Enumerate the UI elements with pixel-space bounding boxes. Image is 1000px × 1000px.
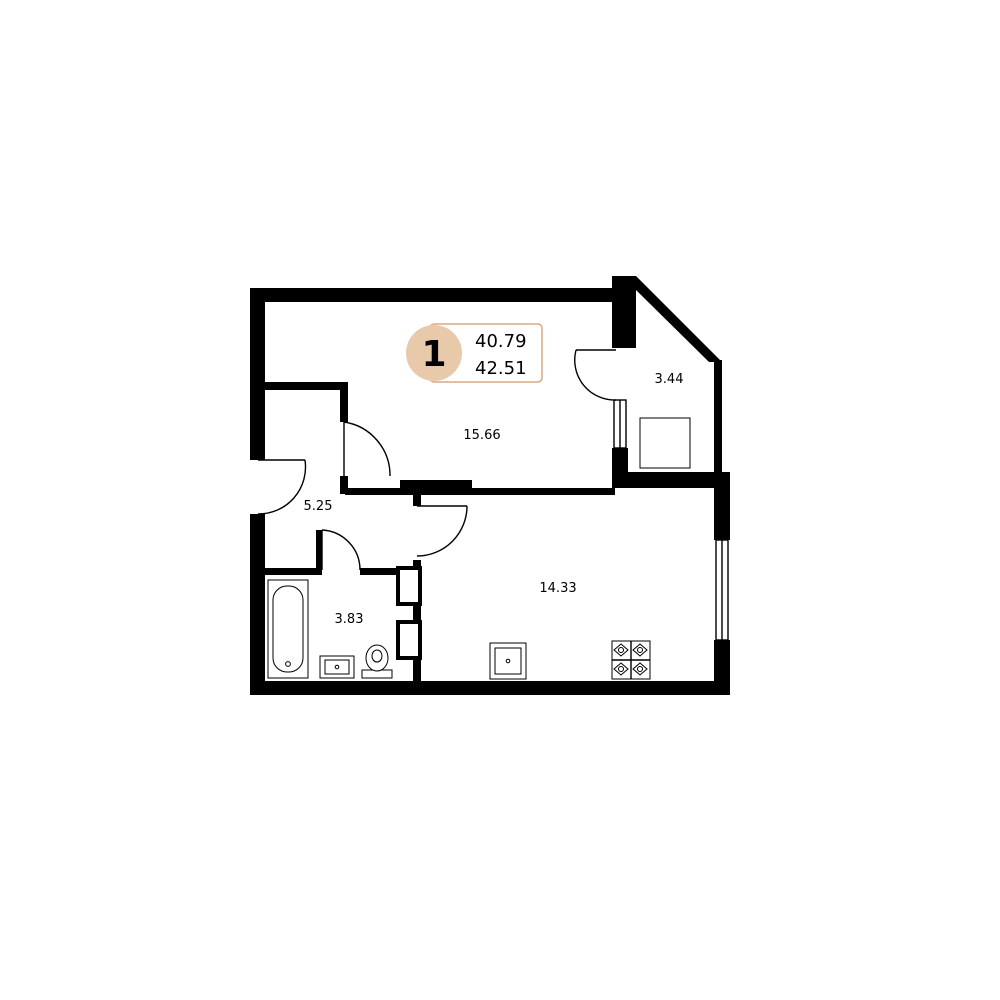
bathroom-area: 3.83 [335,612,364,627]
bathtub-icon [267,579,309,679]
bathroom-door-icon [321,529,361,571]
hallway-area: 5.25 [304,499,333,514]
outer-walls [250,276,730,695]
toilet-icon [361,644,393,679]
living-room-door-icon [343,421,391,477]
windows [613,399,729,641]
interior-walls [265,382,615,681]
total-area-value: 42.51 [475,358,527,379]
stove-icon [611,640,651,680]
balcony-door-icon [574,349,617,401]
washing-machine-icon [639,417,691,469]
fixtures [267,417,691,680]
balcony-area: 3.44 [655,372,684,387]
living-area-value: 40.79 [475,331,527,352]
room-count-circle [406,325,462,381]
kitchen-door-icon [416,505,468,557]
kitchen-area: 14.33 [539,581,576,596]
apartment-badge: 1 40.79 42.51 [406,323,543,383]
sink-icon [319,655,355,679]
living-room-area: 15.66 [463,428,500,443]
doors [257,349,617,571]
room-count: 1 [421,334,446,375]
entrance-door-icon [257,459,307,515]
kitchen-sink-icon [489,642,527,680]
room-labels: 15.66 3.44 5.25 3.83 14.33 [304,372,684,627]
ventilation-shafts [396,566,422,660]
